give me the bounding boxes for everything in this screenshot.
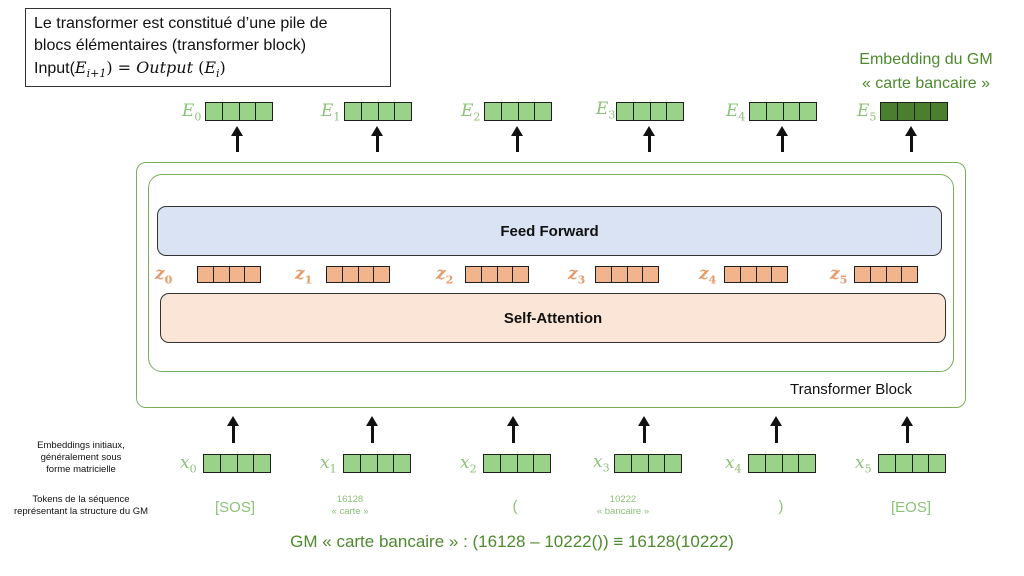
transformer-block-inner bbox=[148, 174, 954, 372]
tokens-caption: Tokens de la séquence représentant la st… bbox=[13, 494, 149, 517]
self-attention-layer: Self-Attention bbox=[160, 293, 946, 343]
note-formula: Input(Ei+1) = Output (Ei) bbox=[34, 58, 226, 81]
x1-label: x1 bbox=[320, 453, 337, 476]
arrow-up-icon bbox=[638, 416, 650, 443]
arrow-up-icon bbox=[231, 126, 243, 152]
z2-label: z2 bbox=[436, 264, 454, 287]
token-16128: 16128 « carte » bbox=[331, 494, 369, 517]
e5-label: E5 bbox=[857, 101, 877, 124]
e3-label: E3 bbox=[596, 99, 616, 122]
feed-forward-layer: Feed Forward bbox=[157, 206, 942, 256]
initial-embeddings-caption: Embeddings initiaux, généralement sous f… bbox=[37, 440, 125, 475]
z4-vector bbox=[724, 266, 788, 283]
e4-label: E4 bbox=[726, 101, 746, 124]
token-10222: 10222 « bancaire » bbox=[596, 494, 650, 517]
z1-label: z1 bbox=[295, 264, 313, 287]
z3-label: z3 bbox=[568, 264, 586, 287]
arrow-up-icon bbox=[905, 126, 917, 152]
z5-label: z5 bbox=[830, 264, 848, 287]
token-close-paren: ) bbox=[778, 498, 784, 515]
token-open-paren: ( bbox=[512, 498, 518, 515]
e4-vector bbox=[749, 102, 817, 121]
e0-vector bbox=[205, 102, 273, 121]
e5-vector-final bbox=[880, 102, 948, 121]
e2-vector bbox=[484, 102, 552, 121]
transformer-block-outer bbox=[136, 162, 966, 408]
x3-label: x3 bbox=[593, 452, 610, 475]
z0-label: z0 bbox=[155, 264, 173, 287]
x5-vector bbox=[878, 454, 946, 473]
z3-vector bbox=[595, 266, 659, 283]
arrow-up-icon bbox=[770, 416, 782, 443]
x2-vector bbox=[483, 454, 551, 473]
note-line-2: blocs élémentaires (transformer block) bbox=[34, 37, 307, 54]
arrow-up-icon bbox=[511, 126, 523, 152]
gm-embedding-label: Embedding du GM « carte bancaire » bbox=[859, 51, 993, 92]
e1-label: E1 bbox=[321, 101, 341, 124]
x0-label: x0 bbox=[180, 453, 197, 476]
token-sos: [SOS] bbox=[214, 499, 255, 516]
arrow-up-icon bbox=[643, 126, 655, 152]
z4-label: z4 bbox=[699, 264, 717, 287]
arrow-up-icon bbox=[366, 416, 378, 443]
z2-vector bbox=[465, 266, 529, 283]
arrow-up-icon bbox=[776, 126, 788, 152]
x4-vector bbox=[748, 454, 816, 473]
e3-vector bbox=[616, 102, 684, 121]
description-note: Le transformer est constitué d’une pile … bbox=[25, 8, 391, 87]
arrow-up-icon bbox=[507, 416, 519, 443]
z1-vector bbox=[326, 266, 390, 283]
x3-vector bbox=[614, 454, 682, 473]
note-line-1: Le transformer est constitué d’une pile … bbox=[34, 15, 328, 32]
z0-vector bbox=[197, 266, 261, 283]
transformer-block-label: Transformer Block bbox=[790, 381, 912, 398]
e2-label: E2 bbox=[461, 101, 481, 124]
x2-label: x2 bbox=[460, 453, 477, 476]
e1-vector bbox=[344, 102, 412, 121]
x0-vector bbox=[203, 454, 271, 473]
gm-formula: GM « carte bancaire » : (16128 – 10222()… bbox=[290, 532, 734, 551]
token-eos: [EOS] bbox=[890, 499, 931, 516]
z5-vector bbox=[854, 266, 918, 283]
arrow-up-icon bbox=[371, 126, 383, 152]
x4-label: x4 bbox=[725, 453, 742, 476]
arrow-up-icon bbox=[901, 416, 913, 443]
e0-label: E0 bbox=[182, 101, 202, 124]
x5-label: x5 bbox=[855, 453, 872, 476]
arrow-up-icon bbox=[227, 416, 239, 443]
x1-vector bbox=[343, 454, 411, 473]
